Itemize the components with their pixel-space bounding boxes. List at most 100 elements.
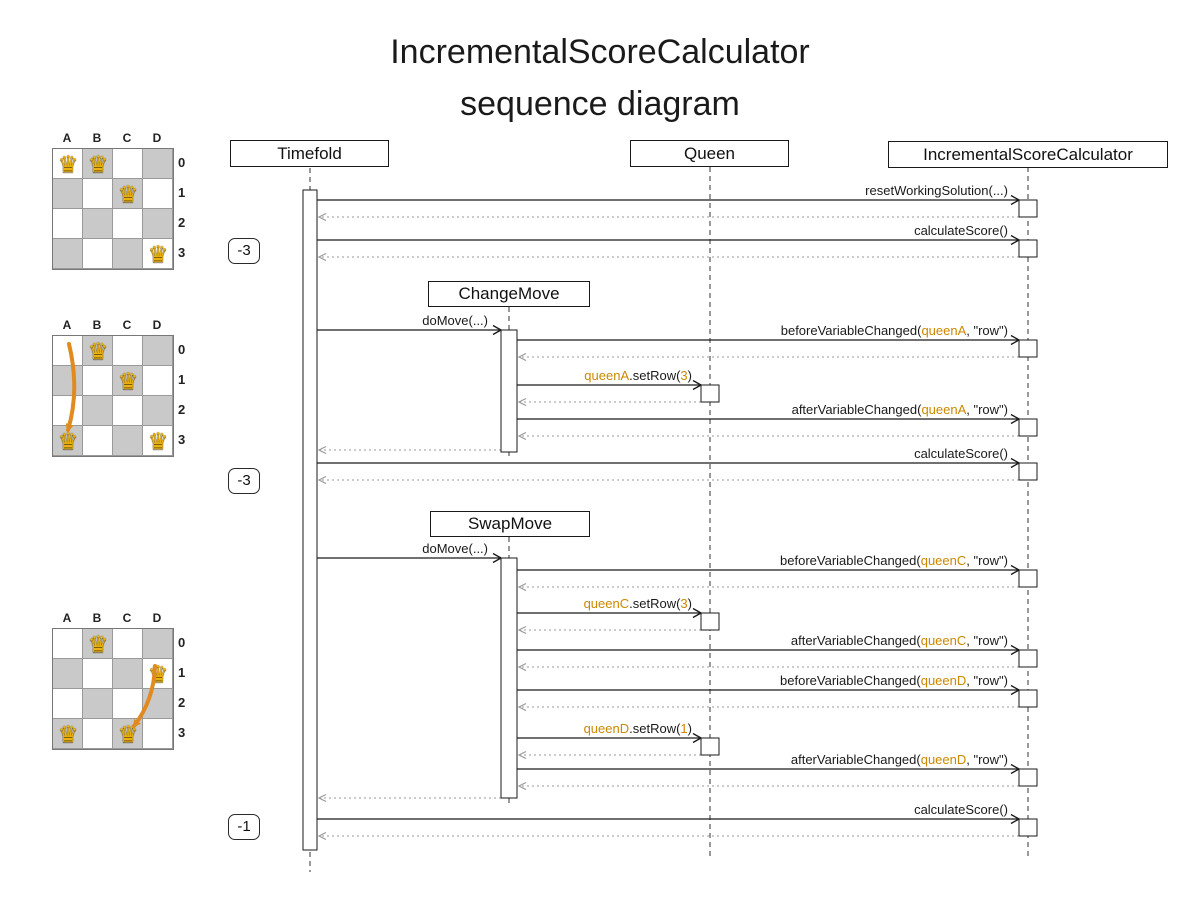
board-cell <box>143 149 173 179</box>
highlighted-token: queenA <box>921 323 967 338</box>
label-text: calculateScore() <box>914 802 1008 817</box>
board-cell <box>53 239 83 269</box>
activation-box-queenD-setRow <box>700 737 720 756</box>
board-row-label-3: 3 <box>178 245 186 260</box>
label-text: afterVariableChanged( <box>790 752 921 767</box>
queen-piece-icon: ♛ <box>57 428 79 454</box>
highlighted-token: 1 <box>680 721 688 736</box>
board-cell <box>143 179 173 209</box>
label-text: beforeVariableChanged( <box>780 323 922 338</box>
message-label-calculateScore-3: calculateScore() <box>914 802 1008 817</box>
board-col-label-C: C <box>122 611 132 625</box>
highlighted-token: queenA <box>584 368 630 383</box>
message-label-queenD-setRow: queenD.setRow(1) <box>584 721 692 736</box>
label-text: .setRow( <box>629 368 681 383</box>
board-cell <box>143 426 173 456</box>
queen-piece-icon: ♛ <box>147 661 169 687</box>
activation-box-queenA-setRow <box>700 384 720 403</box>
board-cell <box>83 396 113 426</box>
label-text: afterVariableChanged( <box>791 402 922 417</box>
board-cell <box>113 689 143 719</box>
queen-piece-icon: ♛ <box>87 338 109 364</box>
board-cell <box>83 659 113 689</box>
board-col-label-B: B <box>92 131 102 145</box>
board-cell <box>143 366 173 396</box>
board-cell <box>143 659 173 689</box>
score-badge-3: -1 <box>228 814 260 840</box>
message-label-afterVariableChanged-queenC: afterVariableChanged(queenC, "row") <box>791 633 1008 648</box>
board-row-label-1: 1 <box>178 372 186 387</box>
label-text: calculateScore() <box>914 446 1008 461</box>
activation-box-queenC-setRow <box>700 612 720 631</box>
label-text: .setRow( <box>629 596 681 611</box>
queen-piece-icon: ♛ <box>57 151 79 177</box>
board-cell <box>83 719 113 749</box>
board-col-label-D: D <box>152 611 162 625</box>
message-label-doMove-1: doMove(...) <box>422 313 488 328</box>
highlighted-token: queenD <box>583 721 630 736</box>
label-text: , "row") <box>966 323 1008 338</box>
label-text: afterVariableChanged( <box>790 633 921 648</box>
arrows-group <box>317 200 1019 836</box>
message-label-beforeVariableChanged-queenA: beforeVariableChanged(queenA, "row") <box>781 323 1008 338</box>
activation-box-calculateScore-2 <box>1018 462 1038 481</box>
board-cell <box>113 179 143 209</box>
board-row-label-3: 3 <box>178 725 186 740</box>
board-row-label-2: 2 <box>178 695 186 710</box>
label-text: , "row") <box>966 402 1008 417</box>
board-cell <box>143 336 173 366</box>
board-cell <box>53 629 83 659</box>
board-cell <box>53 179 83 209</box>
message-label-beforeVariableChanged-queenC: beforeVariableChanged(queenC, "row") <box>780 553 1008 568</box>
label-text: , "row") <box>966 633 1008 648</box>
board-grid: ♛♛♛♛ <box>52 148 174 270</box>
board-grid: ♛♛♛♛ <box>52 628 174 750</box>
board-cell <box>143 719 173 749</box>
queen-piece-icon: ♛ <box>87 631 109 657</box>
message-label-beforeVariableChanged-queenD: beforeVariableChanged(queenD, "row") <box>780 673 1008 688</box>
board-cell <box>53 336 83 366</box>
highlighted-token: queenC <box>920 553 967 568</box>
fragment-swapmove: SwapMove <box>430 511 590 537</box>
board-cell <box>113 149 143 179</box>
board-cell <box>53 149 83 179</box>
board-cell <box>53 209 83 239</box>
label-text: beforeVariableChanged( <box>780 673 921 688</box>
board-cell <box>83 629 113 659</box>
board-col-label-B: B <box>92 611 102 625</box>
board-cell <box>53 396 83 426</box>
board-row-label-1: 1 <box>178 185 186 200</box>
board-cell <box>113 366 143 396</box>
board-cell <box>83 689 113 719</box>
label-text: , "row") <box>966 673 1008 688</box>
board-row-label-2: 2 <box>178 215 186 230</box>
activation-box-beforeVariableChanged-queenC <box>1018 569 1038 588</box>
board-cell <box>113 426 143 456</box>
highlighted-token: queenD <box>920 752 967 767</box>
message-label-doMove-2: doMove(...) <box>422 541 488 556</box>
board-cell <box>113 209 143 239</box>
highlighted-token: queenD <box>920 673 967 688</box>
label-text: doMove(...) <box>422 541 488 556</box>
score-badge-1: -3 <box>228 238 260 264</box>
highlighted-token: queenC <box>583 596 630 611</box>
board-cell <box>83 239 113 269</box>
board-cell <box>113 659 143 689</box>
activations-group <box>302 189 1038 851</box>
label-text: calculateScore() <box>914 223 1008 238</box>
message-label-afterVariableChanged-queenA: afterVariableChanged(queenA, "row") <box>792 402 1008 417</box>
board-col-label-B: B <box>92 318 102 332</box>
activation-box-beforeVariableChanged-queenA <box>1018 339 1038 358</box>
board-row-label-3: 3 <box>178 432 186 447</box>
activation-box-resetWorkingSolution <box>1018 199 1038 218</box>
board-cell <box>83 149 113 179</box>
queen-piece-icon: ♛ <box>117 368 139 394</box>
board-col-label-A: A <box>62 131 72 145</box>
board-cell <box>143 689 173 719</box>
label-text: ) <box>687 721 692 736</box>
label-text: ) <box>687 368 692 383</box>
label-text: , "row") <box>966 752 1008 767</box>
participant-timefold: Timefold <box>230 140 389 167</box>
